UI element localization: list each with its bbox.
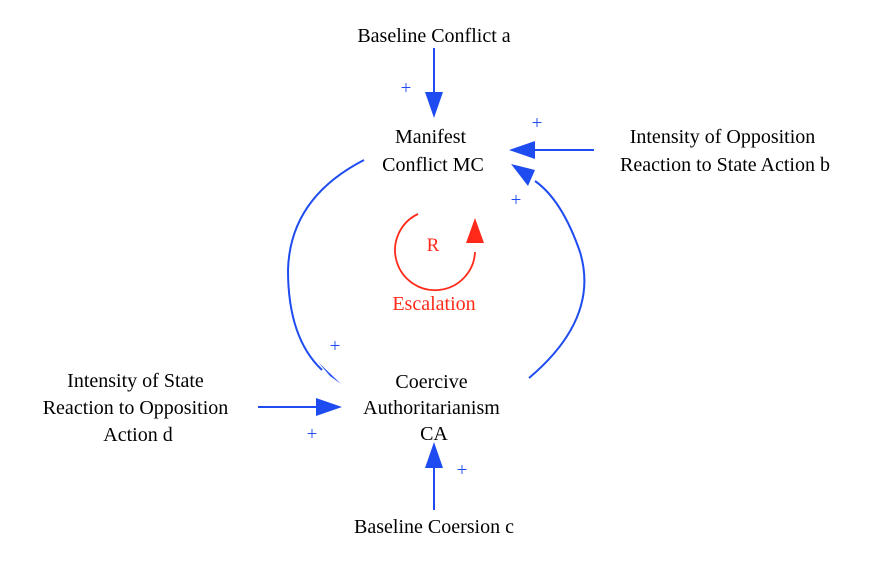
node-opposition-reaction-line: Reaction to State Action b — [620, 154, 830, 176]
node-baseline-coercion: Baseline Coersion c — [354, 516, 514, 538]
node-state-reaction-line: Intensity of State — [67, 370, 204, 392]
node-state-reaction-line: Action d — [103, 424, 172, 446]
loop-arrow-icon — [394, 213, 476, 292]
node-baseline-coercion-line: Baseline Coersion c — [354, 516, 514, 538]
arrowhead-baseline-conflict-to-manifest-conflict — [425, 92, 443, 118]
node-coercive-authoritarianism: Coercive Authoritarianism CA — [363, 371, 505, 445]
node-state-reaction: Intensity of State Reaction to Oppositio… — [43, 370, 234, 446]
node-coercive-authoritarianism-line: Coercive — [395, 371, 467, 393]
arrowhead-state-reaction-to-coercive-authoritarianism — [316, 398, 342, 416]
node-coercive-authoritarianism-line: CA — [420, 423, 448, 445]
node-coercive-authoritarianism-line: Authoritarianism — [363, 397, 500, 419]
node-baseline-conflict: Baseline Conflict a — [357, 25, 510, 47]
node-state-reaction-line: Reaction to Opposition — [43, 397, 229, 419]
polarity-opposition-reaction: + — [532, 113, 543, 134]
polarity-baseline-conflict: + — [401, 78, 412, 99]
polarity-baseline-coercion: + — [457, 460, 468, 481]
polarity-signs: + + + + + + — [307, 78, 543, 481]
node-manifest-conflict-line: Manifest — [395, 126, 467, 148]
node-baseline-conflict-line: Baseline Conflict a — [357, 25, 510, 47]
link-arrows — [258, 48, 594, 510]
variable-nodes: Baseline Conflict a Manifest Conflict MC… — [43, 25, 830, 538]
arrowhead-manifest-conflict-to-coercive-authoritarianism — [318, 362, 341, 384]
arrowhead-baseline-coercion-to-coercive-authoritarianism — [425, 442, 443, 468]
node-opposition-reaction: Intensity of Opposition Reaction to Stat… — [620, 126, 830, 176]
arrowhead-opposition-reaction-to-manifest-conflict — [509, 141, 535, 159]
polarity-coercive-to-manifest: + — [511, 190, 522, 211]
link-manifest-conflict-to-coercive-authoritarianism — [286, 159, 365, 371]
node-manifest-conflict-line: Conflict MC — [382, 154, 484, 176]
loop-arrowhead-icon — [466, 218, 484, 243]
node-manifest-conflict: Manifest Conflict MC — [382, 126, 484, 176]
arrowhead-coercive-authoritarianism-to-manifest-conflict — [511, 164, 535, 186]
loop-label: Escalation — [392, 293, 475, 315]
link-coercive-authoritarianism-to-manifest-conflict — [528, 180, 586, 379]
polarity-state-reaction: + — [307, 424, 318, 445]
reinforcing-loop-indicator: R Escalation — [392, 213, 484, 315]
node-opposition-reaction-line: Intensity of Opposition — [630, 126, 816, 148]
polarity-manifest-to-coercive: + — [330, 336, 341, 357]
loop-symbol: R — [427, 235, 440, 256]
